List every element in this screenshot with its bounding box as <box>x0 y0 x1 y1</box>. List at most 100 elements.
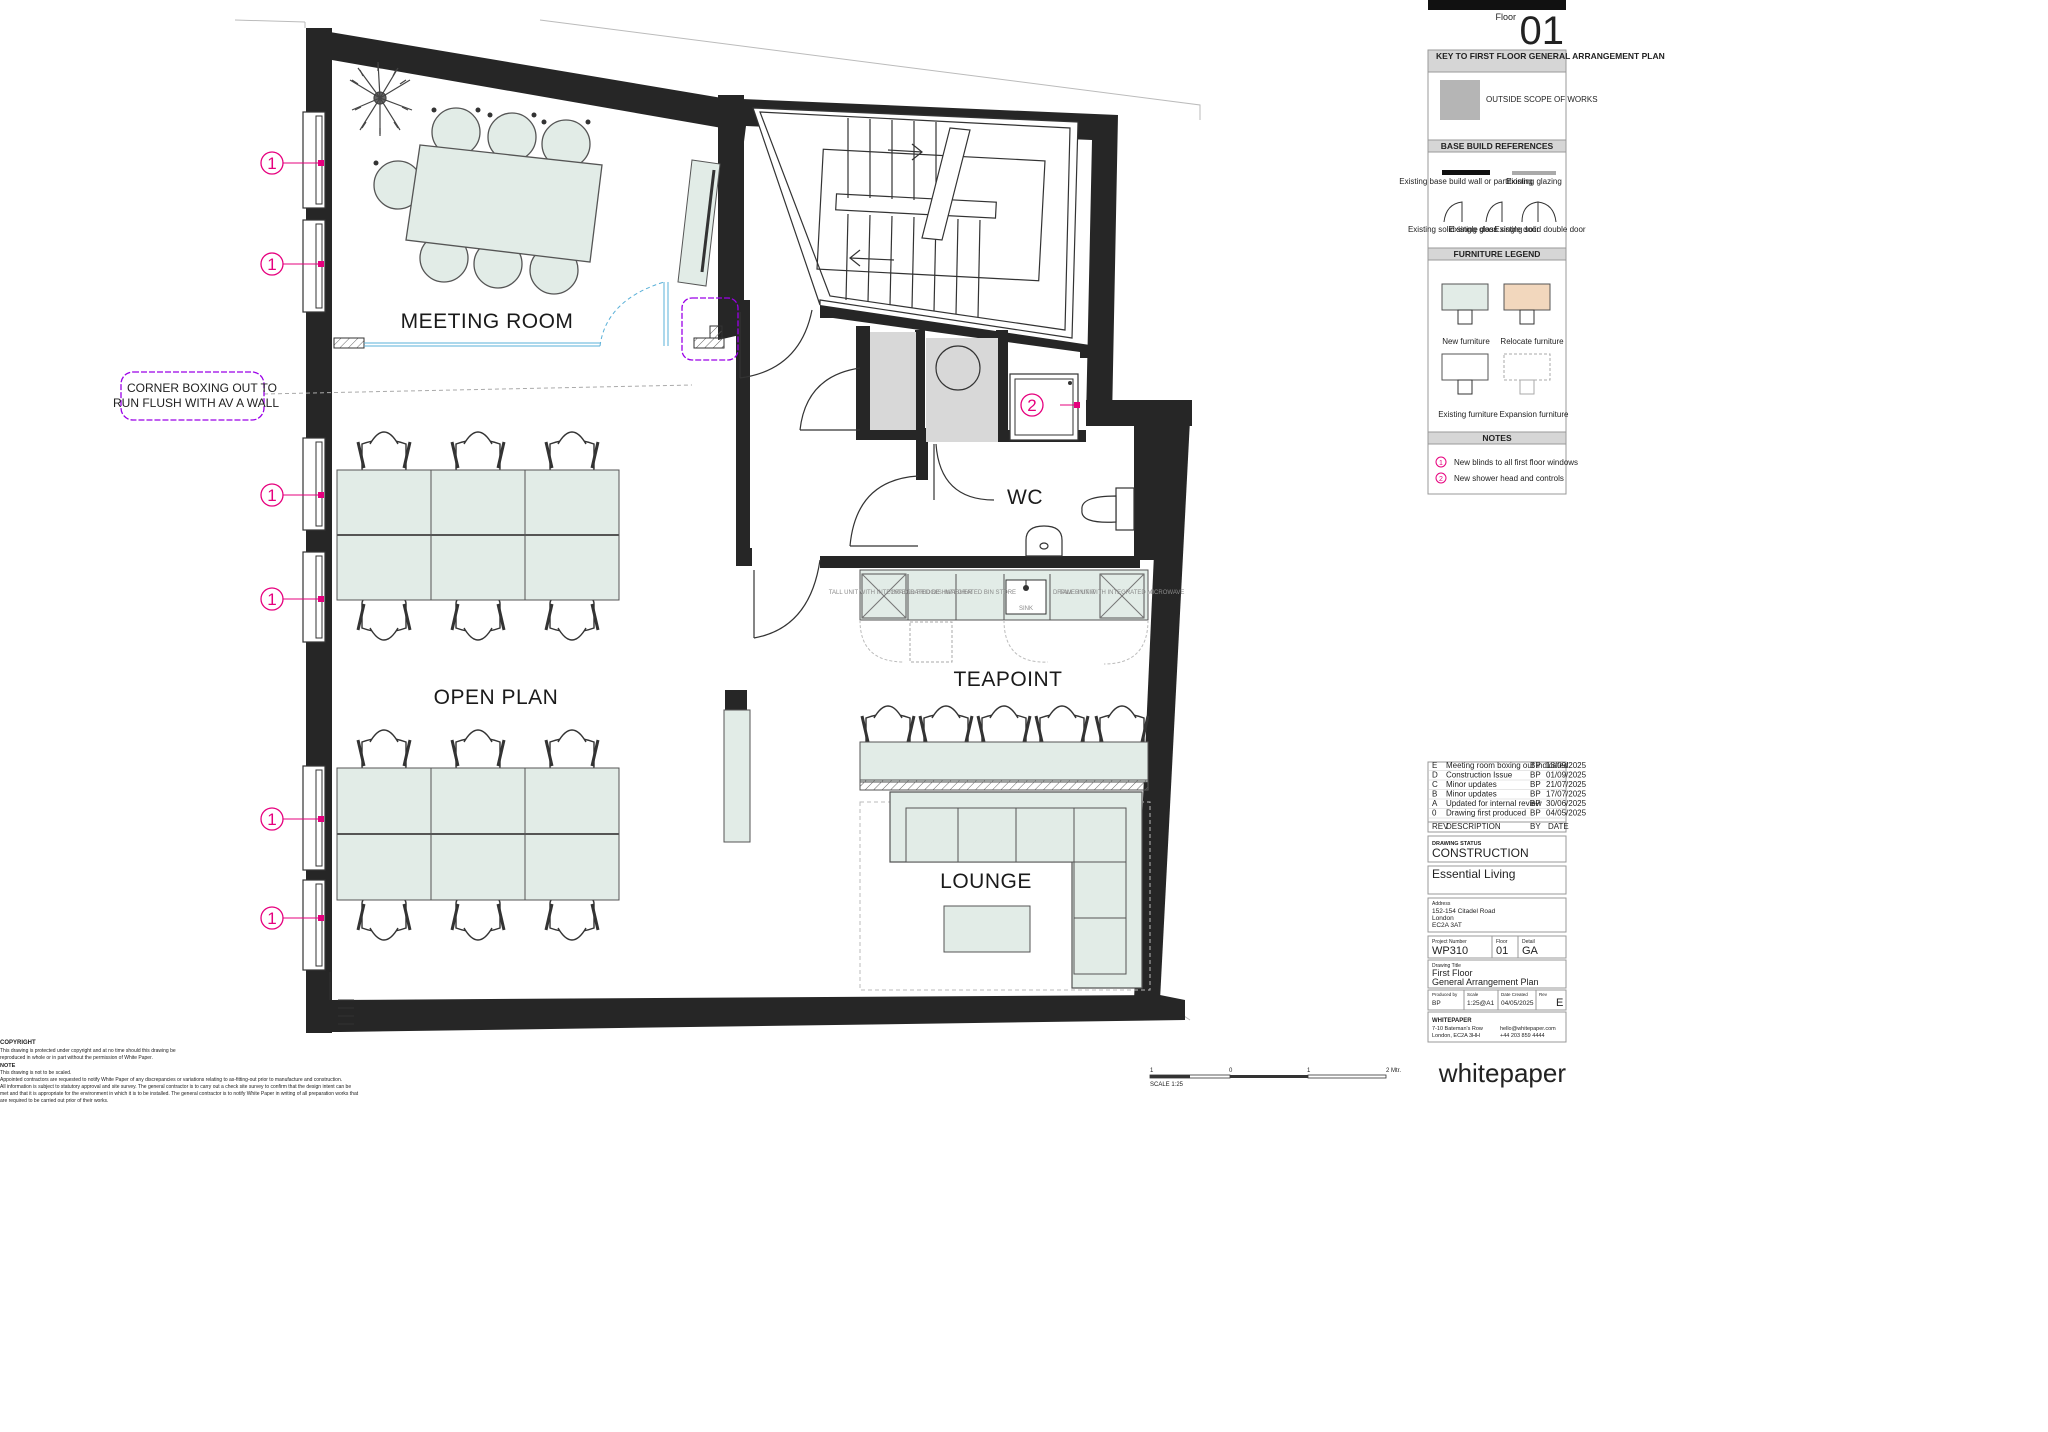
date-created-label: Date Created <box>1501 992 1528 997</box>
whitepaper-logo: whitepaper <box>1438 1058 1567 1088</box>
relocate-furniture-label: Relocate furniture <box>1500 337 1564 346</box>
floor-small-label: Floor <box>1496 939 1508 945</box>
company-address-1: 7-10 Bateman's Row <box>1432 1026 1483 1032</box>
revision-cell: D <box>1432 771 1438 780</box>
project-number-label: Project Number <box>1432 939 1467 945</box>
revision-cell: 0 <box>1432 809 1437 818</box>
address-line-1: 152-154 Citadel Road <box>1432 908 1496 915</box>
address-line-3: EC2A 3AT <box>1432 922 1462 929</box>
outside-scope-swatch <box>1440 80 1480 120</box>
shower-tray <box>1009 373 1080 441</box>
copyright-line-1: This drawing is protected under copyrigh… <box>0 1048 176 1054</box>
room-label-open-plan: OPEN PLAN <box>434 686 559 709</box>
scale-tick-0: 0 <box>1229 1068 1233 1074</box>
room-label-lounge: LOUNGE <box>940 870 1032 893</box>
meeting-table <box>372 106 603 295</box>
plant-icon <box>349 61 413 136</box>
key-title: KEY TO FIRST FLOOR GENERAL ARRANGEMENT P… <box>1436 51 1665 61</box>
company-name: WHITEPAPER <box>1432 1018 1472 1024</box>
note-line-2: Appointed contractors are requested to n… <box>0 1077 342 1083</box>
note-title: NOTE <box>0 1063 16 1069</box>
note-marker-1: 1 <box>260 807 324 831</box>
revision-cell: BP <box>1530 771 1541 780</box>
svg-text:2: 2 <box>1027 396 1036 415</box>
scale-tick-1b: 1 <box>1307 1068 1311 1074</box>
revision-cell: Minor updates <box>1446 780 1497 789</box>
svg-text:1: 1 <box>267 909 276 928</box>
poseur-table <box>723 709 751 843</box>
revision-cell: 17/07/2025 <box>1546 790 1587 799</box>
expansion-furniture-label: Expansion furniture <box>1500 410 1569 419</box>
note-1-text: New blinds to all first floor windows <box>1454 458 1578 467</box>
room-label-meeting-room: MEETING ROOM <box>401 310 574 333</box>
floor-number: 01 <box>1520 9 1565 53</box>
existing-wall-label: Existing base build wall or partitioning <box>1399 177 1532 186</box>
corner-boxing-callout: CORNER BOXING OUT TO RUN FLUSH WITH AV A… <box>113 371 693 421</box>
staircase <box>752 107 1079 339</box>
note-line-4: met and that it is appropriate for the e… <box>0 1091 359 1097</box>
project-number: WP310 <box>1432 945 1468 957</box>
meeting-room-partition <box>333 281 725 349</box>
company-address-2: London, EC2A 3HH <box>1432 1033 1480 1039</box>
revision-cell: 18/09/2025 <box>1546 761 1587 770</box>
floor-label: Floor <box>1495 12 1516 22</box>
svg-text:1: 1 <box>267 590 276 609</box>
solid-single-door-label: Existing solid single door <box>1408 225 1496 234</box>
furniture-legend-title: FURNITURE LEGEND <box>1454 249 1541 259</box>
revision-cell: BP <box>1530 761 1541 770</box>
note-2-text: New shower head and controls <box>1454 474 1564 483</box>
unit-label: TALL UNIT WITH INTEGRATED FRIDGE <box>829 590 939 596</box>
note-line-1: This drawing is not to be scaled. <box>0 1070 71 1076</box>
revision-cell: BP <box>1530 790 1541 799</box>
window-note-markers: 1 1 1 1 1 1 <box>260 151 1044 930</box>
drawing-title-1: First Floor <box>1432 968 1473 978</box>
note-marker-1: 1 <box>260 587 324 611</box>
address-label: Address <box>1432 901 1451 907</box>
unit-label: INTEGRATED DISHWASHER <box>892 590 973 596</box>
note-marker-1: 1 <box>260 483 324 507</box>
unit-label: INTEGRATED BIN STORE <box>944 590 1016 596</box>
scale-label: Scale <box>1467 992 1479 997</box>
note-marker-2: 2 <box>1020 393 1044 417</box>
wc-fixtures <box>1025 487 1135 557</box>
svg-text:2: 2 <box>1439 476 1443 483</box>
rev-label: Rev <box>1539 992 1548 997</box>
produced-by: BP <box>1432 1000 1441 1007</box>
address-line-2: London <box>1432 915 1454 922</box>
callout-text-line1: CORNER BOXING OUT TO <box>127 381 277 395</box>
note-marker-1: 1 <box>260 906 324 930</box>
drawing-title-label: Drawing Title <box>1432 963 1461 969</box>
note-marker-1: 1 <box>260 252 324 276</box>
svg-text:1: 1 <box>1439 460 1443 467</box>
drawing-title-2: General Arrangement Plan <box>1432 977 1539 987</box>
rev-header-by: BY <box>1530 822 1541 831</box>
core-doors <box>739 309 995 639</box>
rev-header-date: DATE <box>1548 822 1569 831</box>
corner-boxing-cloud <box>681 297 739 361</box>
new-furniture-label: New furniture <box>1442 337 1490 346</box>
company-email: hello@whitepaper.com <box>1500 1026 1556 1032</box>
revision-cell: Updated for internal review <box>1446 799 1542 808</box>
note-line-5: are required to be carried out prior of … <box>0 1098 108 1104</box>
scale-tick-2: 2 Mtr. <box>1386 1068 1401 1074</box>
rev: E <box>1556 997 1563 1009</box>
date-created: 04/05/2025 <box>1501 1000 1534 1007</box>
note-marker-1: 1 <box>260 151 324 175</box>
lounge-sofa <box>859 791 1151 991</box>
revision-cell: Minor updates <box>1446 790 1497 799</box>
desk-cluster-2 <box>336 728 620 942</box>
desk-cluster-1 <box>336 430 620 642</box>
copyright-notes: COPYRIGHT This drawing is protected unde… <box>0 1040 359 1104</box>
revision-cell: Construction Issue <box>1446 771 1513 780</box>
copyright-title: COPYRIGHT <box>0 1040 36 1046</box>
title-block: Floor 01 KEY TO FIRST FLOOR GENERAL ARRA… <box>1399 0 1665 1088</box>
av-wall <box>677 159 721 287</box>
scale-tick-1: 1 <box>1150 1068 1154 1074</box>
scale-bar: 1 0 1 2 Mtr. SCALE 1:25 <box>1149 1068 1401 1088</box>
revision-cell: 04/05/2025 <box>1546 809 1587 818</box>
revision-cell: 21/07/2025 <box>1546 780 1587 789</box>
client-name: Essential Living <box>1432 867 1515 881</box>
svg-text:1: 1 <box>267 486 276 505</box>
